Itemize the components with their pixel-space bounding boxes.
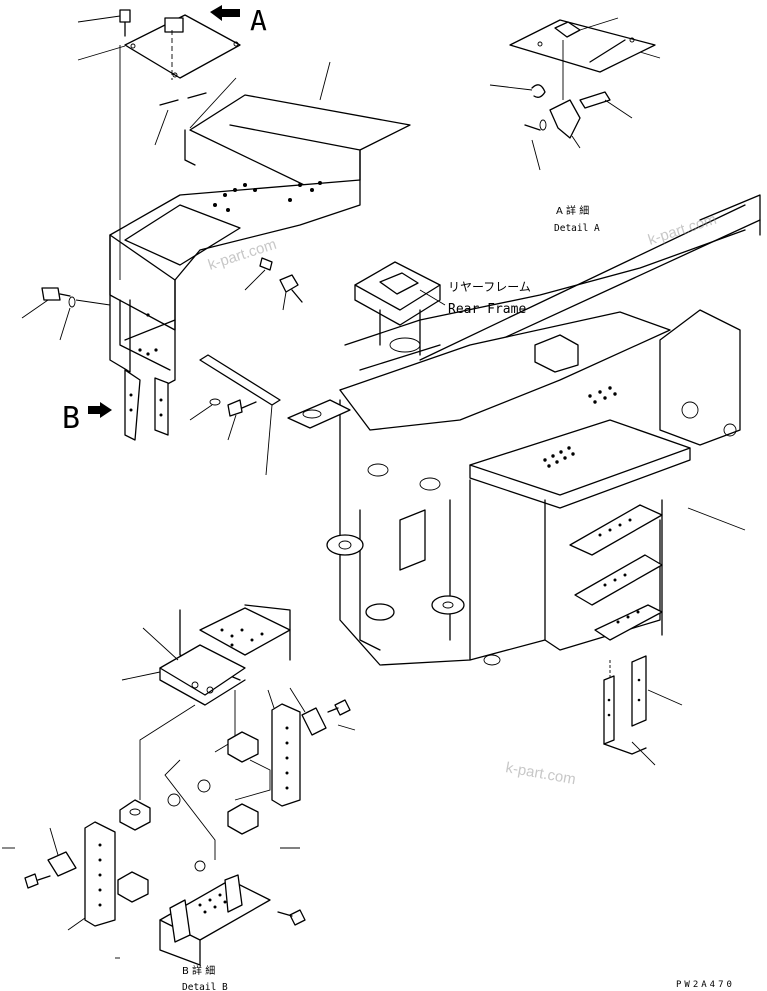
svg-text:A 詳 細: A 詳 細 — [556, 204, 589, 217]
step-holes-top — [213, 181, 322, 212]
svg-text:Detail A: Detail A — [554, 223, 600, 234]
detail-b: B 詳 細 Detail B — [2, 604, 356, 991]
rear-frame-label-jp: リヤーフレーム — [448, 280, 531, 294]
svg-text:B 詳 細: B 詳 細 — [182, 964, 215, 977]
svg-text:Detail B: Detail B — [182, 982, 228, 991]
filled-arrow-icon — [88, 402, 112, 418]
step-box-assembly — [21, 9, 411, 476]
plate-holes — [98, 726, 289, 907]
deck-holes — [543, 386, 617, 468]
step-holes-mid — [138, 313, 158, 356]
rear-frame — [287, 194, 761, 766]
callout-b: B — [62, 401, 112, 436]
drawing-code: PW2A470 — [676, 980, 735, 990]
svg-text:A: A — [250, 4, 267, 37]
rear-frame-label-en: Rear Frame — [448, 302, 526, 317]
filled-arrow-icon — [210, 5, 240, 21]
svg-text:k-part.com: k-part.com — [504, 759, 577, 788]
detail-a: A 詳 細 Detail A — [489, 17, 661, 234]
callout-a: A — [210, 4, 267, 37]
svg-text:B: B — [62, 401, 80, 436]
ladder-holes — [598, 518, 640, 624]
